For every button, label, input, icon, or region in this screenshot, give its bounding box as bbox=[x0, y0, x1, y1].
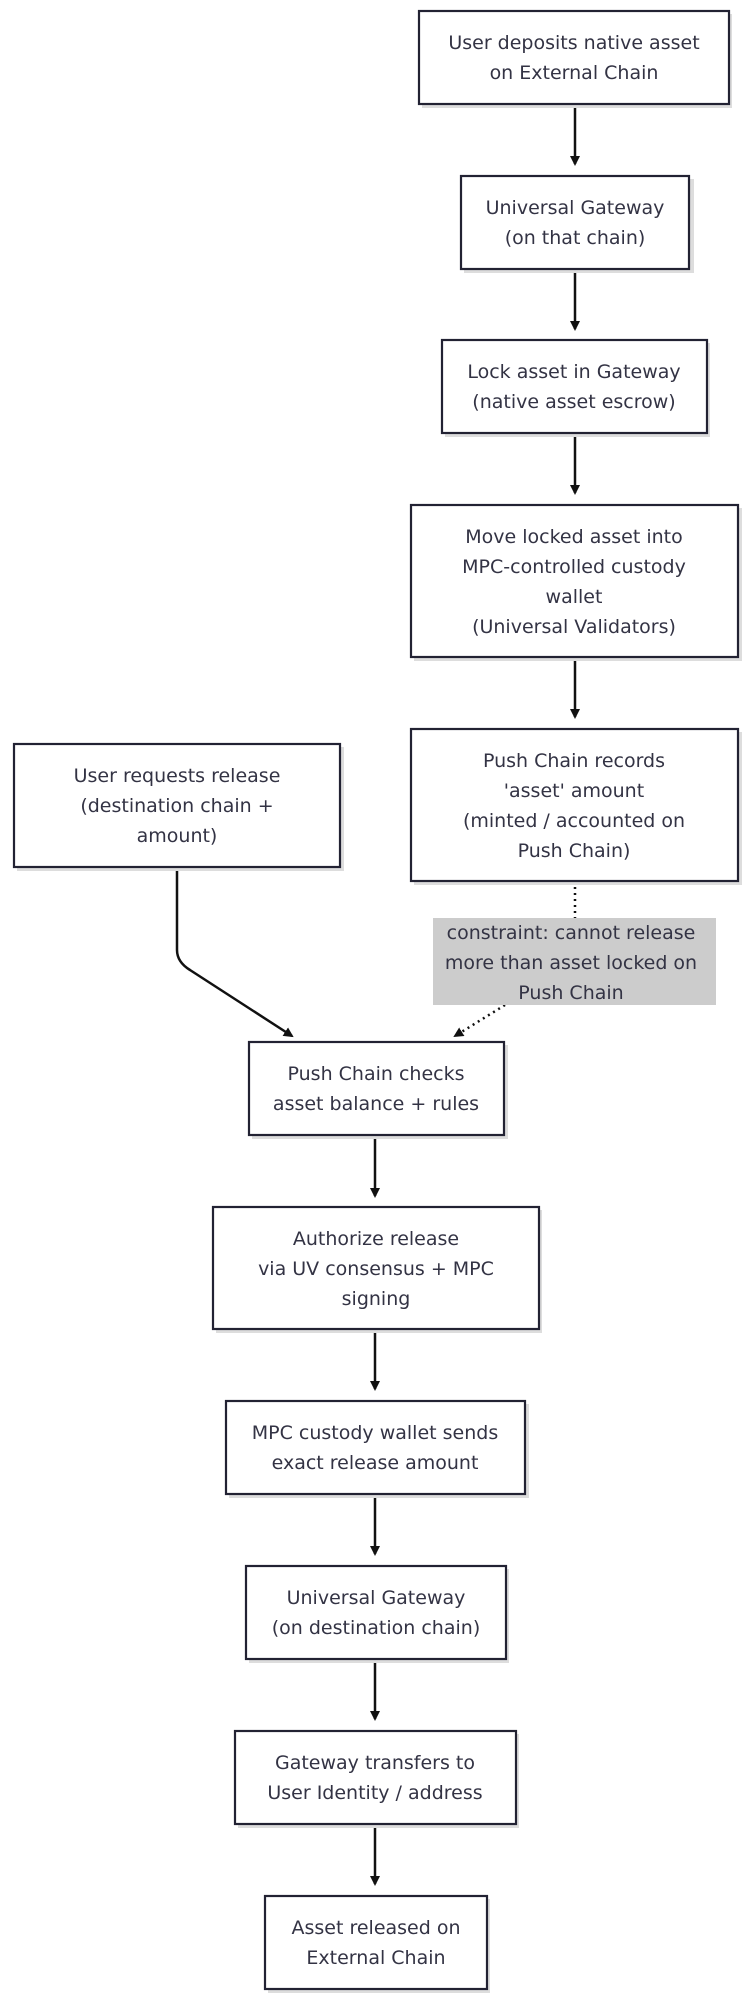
node-released-label: Asset released on External Chain bbox=[291, 1917, 460, 1969]
text-line: (on that chain) bbox=[505, 227, 646, 249]
node-authorize: Authorize release via UV consensus + MPC s… bbox=[211, 1205, 542, 1333]
text-line: amount) bbox=[137, 825, 218, 847]
text-line: (Universal Validators) bbox=[472, 616, 676, 638]
text-line: Push Chain) bbox=[518, 840, 631, 862]
edge-request-to-checks bbox=[175, 867, 294, 1038]
text-line: Universal Gateway bbox=[287, 1587, 466, 1609]
node-authorize-label: Authorize release via UV consensus + MPC s… bbox=[258, 1228, 494, 1310]
node-sends-label: MPC custody wallet sends exact release am… bbox=[252, 1422, 498, 1474]
node-released: Asset released on External Chain bbox=[263, 1894, 490, 1993]
text-line: on External Chain bbox=[490, 62, 659, 84]
text-line: asset balance + rules bbox=[273, 1093, 479, 1115]
text-line: Lock asset in Gateway bbox=[467, 361, 680, 383]
text-line: Asset released on bbox=[291, 1917, 460, 1939]
node-gateway-dst-label: Universal Gateway (on destination chain) bbox=[272, 1587, 480, 1639]
node-records: Push Chain records 'asset' amount (minted … bbox=[409, 727, 742, 885]
text-line: Push Chain records bbox=[483, 750, 665, 772]
note-constraint-label: constraint: cannot release more than asse… bbox=[445, 922, 697, 1004]
text-line: User deposits native asset bbox=[448, 32, 699, 54]
node-deposit-label: User deposits native asset on External Ch… bbox=[448, 32, 699, 84]
node-transfers-label: Gateway transfers to User Identity / addr… bbox=[267, 1752, 482, 1804]
text-line: (destination chain + bbox=[80, 795, 273, 817]
node-records-label: Push Chain records 'asset' amount (minted … bbox=[463, 750, 685, 862]
text-line: External Chain bbox=[306, 1947, 445, 1969]
text-line: Authorize release bbox=[293, 1228, 459, 1250]
text-line: exact release amount bbox=[272, 1452, 479, 1474]
node-transfers: Gateway transfers to User Identity / addr… bbox=[233, 1729, 519, 1828]
text-line: (minted / accounted on bbox=[463, 810, 685, 832]
edge-constraint-to-checks bbox=[453, 1003, 506, 1038]
text-line: Universal Gateway bbox=[486, 197, 665, 219]
node-gateway-src-label: Universal Gateway (on that chain) bbox=[486, 197, 665, 249]
edges bbox=[175, 104, 580, 1886]
text-line: Push Chain checks bbox=[288, 1063, 465, 1085]
text-line: MPC custody wallet sends bbox=[252, 1422, 498, 1444]
node-request: User requests release (destination chain … bbox=[12, 742, 344, 871]
node-lock: Lock asset in Gateway (native asset escro… bbox=[440, 338, 710, 437]
text-line: Push Chain bbox=[518, 982, 623, 1004]
text-line: via UV consensus + MPC bbox=[258, 1258, 494, 1280]
note-constraint: constraint: cannot release more than asse… bbox=[433, 918, 716, 1005]
text-line: more than asset locked on bbox=[445, 952, 697, 974]
node-gateway-dst: Universal Gateway (on destination chain) bbox=[244, 1564, 509, 1663]
text-line: (native asset escrow) bbox=[472, 391, 675, 413]
text-line: User Identity / address bbox=[267, 1782, 482, 1804]
text-line: signing bbox=[342, 1288, 411, 1310]
node-checks: Push Chain checks asset balance + rules bbox=[247, 1040, 508, 1139]
text-line: MPC-controlled custody bbox=[462, 556, 686, 578]
node-checks-label: Push Chain checks asset balance + rules bbox=[273, 1063, 479, 1115]
node-lock-label: Lock asset in Gateway (native asset escro… bbox=[467, 361, 680, 413]
node-request-label: User requests release (destination chain … bbox=[74, 765, 281, 847]
text-line: Gateway transfers to bbox=[275, 1752, 475, 1774]
node-sends: MPC custody wallet sends exact release am… bbox=[224, 1399, 529, 1498]
text-line: constraint: cannot release bbox=[447, 922, 696, 944]
text-line: 'asset' amount bbox=[504, 780, 644, 802]
text-line: User requests release bbox=[74, 765, 281, 787]
text-line: (on destination chain) bbox=[272, 1617, 480, 1639]
text-line: Move locked asset into bbox=[465, 526, 682, 548]
text-line: wallet bbox=[546, 586, 603, 608]
node-deposit: User deposits native asset on External Ch… bbox=[417, 9, 732, 108]
node-gateway-src: Universal Gateway (on that chain) bbox=[459, 174, 694, 273]
